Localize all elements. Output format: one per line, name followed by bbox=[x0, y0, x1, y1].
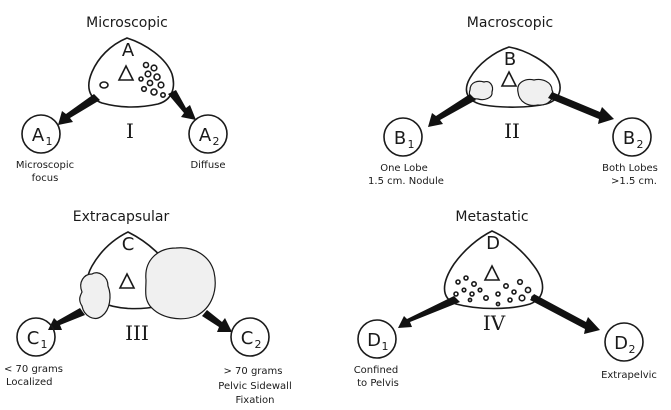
panel-a-stage: I bbox=[126, 119, 134, 143]
panel-b-nodule-right bbox=[518, 79, 553, 105]
panel-a-letter: A bbox=[122, 40, 135, 61]
panel-d-left-caption-2: to Pelvis bbox=[357, 378, 399, 389]
panel-c-right-caption-1: > 70 grams bbox=[224, 366, 283, 377]
panel-d-right-letter: D bbox=[614, 333, 628, 354]
panel-c-left-caption-1: < 70 grams bbox=[4, 364, 63, 375]
panel-b-left-caption-1: One Lobe bbox=[380, 163, 428, 174]
panel-a-right-sub: 2 bbox=[213, 135, 220, 148]
panel-d-left-caption-1: Confined bbox=[354, 365, 399, 376]
panel-a-focus bbox=[100, 82, 108, 88]
panel-d-right-arrow bbox=[530, 294, 600, 334]
panel-d-letter: D bbox=[486, 233, 500, 254]
panel-a-left-caption-1: Microscopic bbox=[16, 160, 74, 171]
panel-a-right-letter: A bbox=[199, 125, 212, 146]
panel-a-right-arrow bbox=[168, 90, 196, 120]
panel-b-right-sub: 2 bbox=[637, 138, 644, 151]
panel-c-right-sub: 2 bbox=[255, 338, 262, 351]
panel-b-urethra bbox=[502, 72, 516, 86]
panel-c-tumor-large bbox=[146, 248, 216, 319]
panel-b-right-caption-1: Both Lobes bbox=[602, 163, 658, 174]
panel-d-left-arrow bbox=[398, 296, 460, 328]
panel-b-left-letter: B bbox=[394, 128, 406, 149]
panel-c-tumor-small bbox=[80, 273, 110, 319]
panel-a-left-arrow bbox=[58, 94, 100, 125]
panel-a-left-caption-2: focus bbox=[32, 173, 59, 184]
panel-d-right-caption-1: Extrapelvic bbox=[601, 370, 657, 381]
panel-a: Microscopic A I A 1 Microscopic focus A … bbox=[16, 15, 227, 184]
panel-c-left-caption-2: Localized bbox=[6, 377, 52, 388]
panel-b: Macroscopic B II B 1 One Lobe 1.5 cm. No… bbox=[368, 15, 658, 187]
panel-d-stage: IV bbox=[483, 311, 506, 335]
panel-d-left-letter: D bbox=[367, 330, 381, 351]
panel-b-left-arrow bbox=[428, 94, 476, 127]
panel-d: Metastatic D IV D 1 Confined to Pelvis D… bbox=[354, 209, 657, 389]
panel-a-title: Microscopic bbox=[86, 15, 168, 31]
panel-c-right-caption-3: Fixation bbox=[235, 395, 274, 406]
panel-b-right-caption-2: >1.5 cm. bbox=[611, 176, 657, 187]
panel-d-title: Metastatic bbox=[455, 209, 528, 225]
panel-c-left-letter: C bbox=[27, 328, 40, 349]
panel-b-title: Macroscopic bbox=[467, 15, 553, 31]
panel-b-right-arrow bbox=[548, 92, 614, 124]
panel-c-right-arrow bbox=[202, 310, 232, 332]
panel-a-left-letter: A bbox=[32, 125, 45, 146]
panel-c-left-sub: 1 bbox=[41, 338, 48, 351]
panel-b-stage: II bbox=[504, 119, 520, 143]
panel-b-left-caption-2: 1.5 cm. Nodule bbox=[368, 176, 444, 187]
panel-c-right-caption-2: Pelvic Sidewall bbox=[218, 381, 291, 392]
panel-a-urethra bbox=[119, 66, 133, 80]
panel-c-urethra bbox=[120, 274, 134, 288]
panel-b-letter: B bbox=[504, 49, 516, 70]
panel-c-letter: C bbox=[122, 234, 135, 255]
panel-a-diffuse-foci bbox=[139, 63, 165, 98]
panel-d-right-sub: 2 bbox=[629, 343, 636, 356]
panel-c-right-letter: C bbox=[241, 328, 254, 349]
panel-c: Extracapsular C III C 1 < 70 grams Local… bbox=[4, 209, 292, 406]
panel-d-left-sub: 1 bbox=[382, 340, 389, 353]
panel-c-left-arrow bbox=[48, 308, 85, 330]
panel-b-left-sub: 1 bbox=[408, 138, 415, 151]
panel-a-left-sub: 1 bbox=[46, 135, 53, 148]
panel-a-right-caption-1: Diffuse bbox=[190, 160, 225, 171]
panel-d-urethra bbox=[485, 266, 499, 280]
panel-c-title: Extracapsular bbox=[73, 209, 170, 225]
panel-b-right-letter: B bbox=[623, 128, 635, 149]
panel-c-stage: III bbox=[125, 321, 149, 345]
